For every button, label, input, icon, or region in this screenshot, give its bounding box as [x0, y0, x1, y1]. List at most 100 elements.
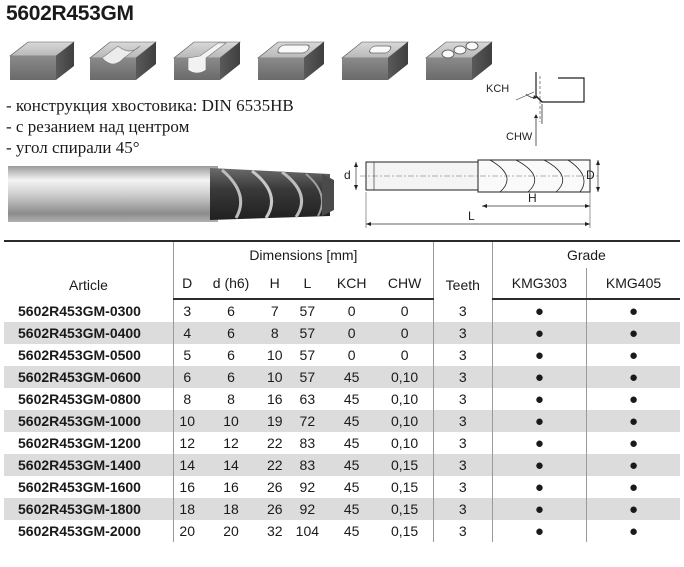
availability-dot-icon: ●	[534, 500, 544, 518]
availability-dot-icon: ●	[534, 434, 544, 452]
cell-article: 5602R453GM-0400	[4, 322, 174, 344]
availability-dot-icon: ●	[534, 368, 544, 386]
cell-article: 5602R453GM-1600	[18, 479, 141, 495]
col-kmg405-header: KMG405	[586, 268, 680, 300]
cell-g1: ●	[491, 299, 587, 322]
cell-L: 104	[295, 523, 320, 539]
col-kmg303-header: KMG303	[491, 268, 587, 300]
grade-group-header: Grade	[491, 241, 680, 268]
availability-dot-icon: ●	[534, 412, 544, 430]
cell-KCH: 45	[343, 479, 360, 495]
cell-KCH: 45	[326, 410, 377, 432]
cell-D: 20	[173, 520, 201, 542]
cell-g2: ●	[586, 432, 680, 454]
cell-d: 18	[200, 498, 262, 520]
feature-helix-angle: - угол спирали 45°	[6, 138, 140, 157]
cell-CHW: 0	[400, 303, 409, 319]
availability-dot-icon: ●	[534, 346, 544, 364]
cell-g1: ●	[491, 322, 587, 344]
cell-article: 5602R453GM-0300	[18, 302, 141, 319]
cell-D: 5	[173, 344, 201, 366]
cell-d: 8	[227, 391, 235, 407]
col-d-header: d (h6)	[200, 268, 262, 300]
feature-list: - конструкция хвостовика: DIN 6535HB - с…	[6, 95, 294, 158]
cell-teeth: 3	[432, 410, 493, 432]
cell-D: 10	[173, 410, 201, 432]
page-title: 5602R453GM	[6, 2, 134, 25]
slot-milling-icon	[173, 41, 241, 80]
cell-H: 26	[261, 498, 288, 520]
cell-CHW: 0,10	[376, 410, 434, 432]
cell-L: 92	[287, 498, 327, 520]
cell-CHW: 0,15	[390, 523, 419, 539]
teeth-header: Teeth	[432, 241, 493, 299]
cell-g2: ●	[586, 410, 680, 432]
cell-teeth: 3	[432, 366, 493, 388]
col-CHW-header: CHW	[376, 268, 434, 300]
availability-dot-icon: ●	[628, 346, 639, 364]
cell-H: 8	[261, 322, 288, 344]
availability-dot-icon: ●	[628, 434, 639, 452]
cell-KCH: 45	[343, 435, 360, 451]
shoulder-milling-icon	[89, 41, 157, 80]
cell-CHW: 0	[376, 322, 434, 344]
cell-D: 16	[173, 476, 201, 498]
cell-teeth: 3	[432, 498, 493, 520]
cell-KCH: 0	[347, 347, 356, 363]
availability-dot-icon: ●	[534, 522, 544, 540]
plunge-milling-icon	[425, 41, 493, 80]
cell-g1: ●	[491, 410, 587, 432]
cell-CHW: 0,15	[376, 498, 434, 520]
cell-d: 16	[223, 479, 239, 495]
cell-CHW: 0,10	[390, 391, 419, 407]
cell-KCH: 0	[347, 303, 356, 319]
cell-teeth: 3	[432, 454, 493, 476]
col-H-header: H	[261, 268, 288, 300]
feature-center-cutting: - с резанием над центром	[6, 117, 190, 136]
cell-L: 83	[299, 435, 316, 451]
cell-g2: ●	[586, 498, 680, 520]
cell-KCH: 45	[326, 366, 377, 388]
cell-teeth: 3	[432, 432, 493, 454]
cell-CHW: 0	[400, 347, 409, 363]
cell-CHW: 0,10	[376, 366, 434, 388]
cell-teeth: 3	[432, 344, 493, 366]
cell-H: 22	[261, 454, 288, 476]
col-D-header: D	[173, 268, 201, 300]
availability-dot-icon: ●	[534, 456, 544, 474]
cell-article: 5602R453GM-1200	[18, 435, 141, 451]
cell-d: 10	[200, 410, 262, 432]
cell-CHW: 0,15	[376, 454, 434, 476]
cell-D: 4	[173, 322, 201, 344]
cell-L: 63	[299, 391, 316, 407]
cell-g2: ●	[586, 344, 680, 366]
cell-KCH: 45	[343, 523, 360, 539]
availability-dot-icon: ●	[628, 368, 639, 386]
cell-article: 5602R453GM-0800	[18, 391, 141, 407]
l-label: L	[468, 209, 475, 223]
cell-H: 19	[261, 410, 288, 432]
col-L-header: L	[287, 268, 327, 300]
corner-chamfer-profile: KCH CHW	[486, 72, 585, 146]
cell-g2: ●	[586, 476, 680, 498]
cell-KCH: 0	[326, 322, 377, 344]
cell-g2: ●	[586, 454, 680, 476]
cell-H: 7	[270, 303, 279, 319]
cell-article: 5602R453GM-0600	[4, 366, 174, 388]
cell-g2: ●	[586, 299, 680, 322]
cell-L: 72	[287, 410, 327, 432]
article-header: Article	[69, 277, 108, 293]
cell-H: 10	[261, 366, 288, 388]
cell-d: 6	[227, 303, 235, 319]
end-mill-photo	[8, 166, 334, 222]
availability-dot-icon: ●	[628, 522, 639, 540]
cell-D: 6	[173, 366, 201, 388]
